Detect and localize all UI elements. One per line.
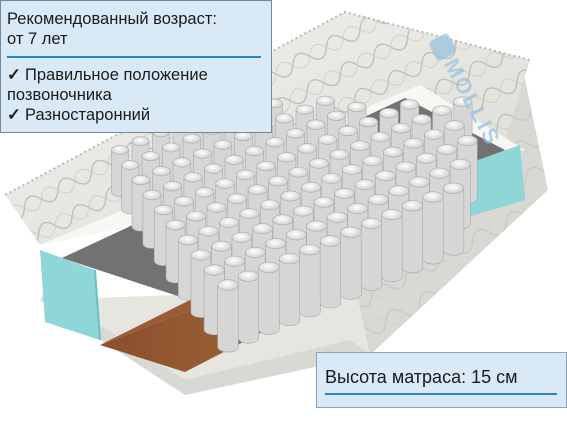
spring-pocket: [381, 209, 403, 282]
feature-item: ✓Разностаронний: [7, 105, 150, 125]
foam-edge-left: [40, 250, 100, 340]
height-panel: Высота матраса: 15 см: [316, 352, 567, 408]
spring-pocket: [340, 226, 362, 300]
spring-pocket: [401, 200, 424, 274]
age-line-2: от 7 лет: [7, 30, 68, 48]
spring-pocket: [258, 261, 280, 335]
spring-pocket: [299, 244, 321, 318]
feature-label: Правильное положение: [25, 66, 208, 84]
age-line-1: Рекомендованный возраст:: [7, 10, 217, 28]
mattress-height: Высота матраса: 15 см: [325, 367, 518, 387]
feature-item: ✓Правильное положение позвоночника: [7, 65, 208, 105]
check-icon: ✓: [7, 66, 21, 84]
spring-pocket: [278, 253, 301, 326]
pocket-spring-block: [111, 95, 478, 353]
spring-pocket: [237, 270, 260, 344]
info-panel: Рекомендованный возраст: от 7 лет ✓Прави…: [0, 0, 272, 133]
spring-pocket: [360, 217, 383, 291]
check-icon: ✓: [7, 106, 21, 124]
feature-label: Разностаронний: [25, 106, 151, 124]
spring-pocket: [217, 279, 239, 353]
divider: [325, 393, 557, 395]
spring-pocket: [422, 191, 444, 265]
divider: [7, 56, 261, 58]
recommended-age: Рекомендованный возраст: от 7 лет: [7, 9, 217, 49]
spring-pocket: [319, 235, 342, 309]
feature-label-cont: позвоночника: [7, 86, 112, 104]
spring-pocket: [442, 182, 465, 256]
